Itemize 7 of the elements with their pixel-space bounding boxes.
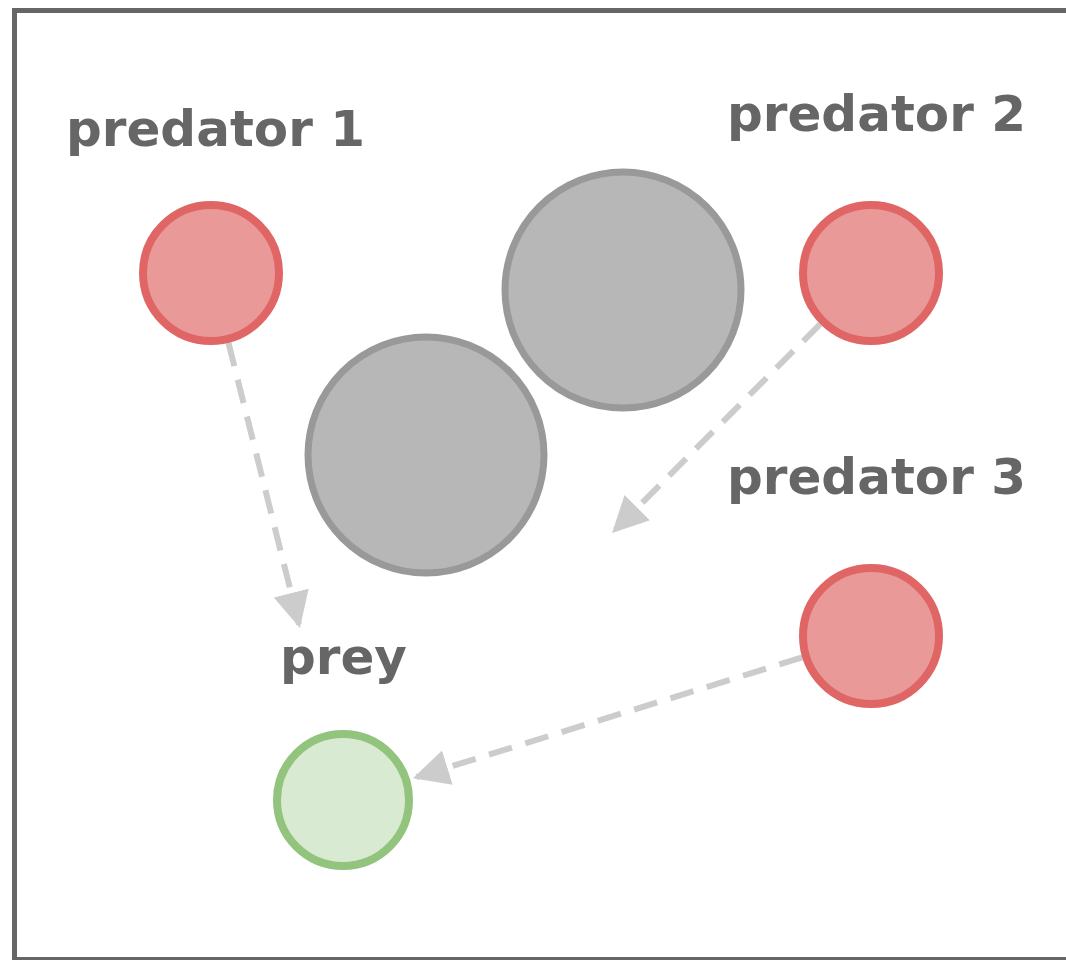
node-label: predator 1 (66, 100, 365, 158)
dashed-arrow (609, 321, 823, 536)
dashed-arrow (412, 654, 804, 785)
node-label: prey (280, 628, 407, 686)
node-label: predator 2 (727, 85, 1026, 143)
node-label: predator 3 (727, 448, 1026, 506)
dashed-arrow (225, 342, 309, 629)
